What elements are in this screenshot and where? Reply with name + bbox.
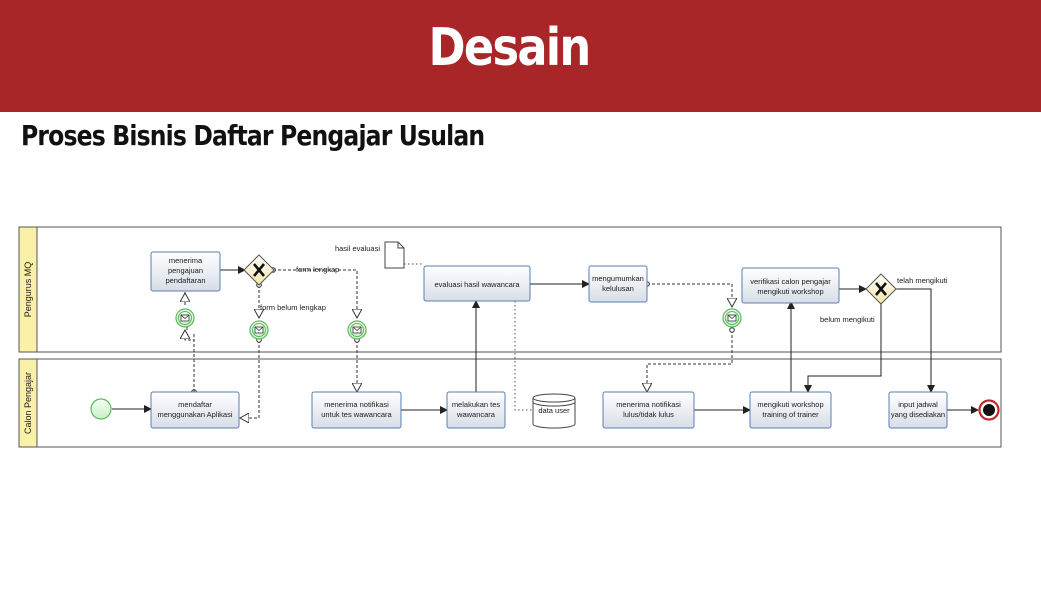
svg-text:pendaftaran: pendaftaran <box>165 276 205 285</box>
lane-header-calon <box>18 358 38 448</box>
svg-text:melakukan tes: melakukan tes <box>452 400 501 409</box>
svg-text:kelulusan: kelulusan <box>602 284 634 293</box>
svg-text:training of trainer: training of trainer <box>762 410 819 419</box>
svg-text:mengikuti workshop: mengikuti workshop <box>757 287 823 296</box>
svg-text:menerima: menerima <box>169 256 203 265</box>
lane-label-pengurus: Pengurus MQ <box>23 262 33 318</box>
start-event <box>90 398 112 420</box>
datastore-data-user: data user <box>532 393 576 429</box>
lane-label-calon: Calon Pengajar <box>23 372 33 434</box>
task-verifikasi-calon-pengajar: verifikasi calon pengajar mengikuti work… <box>741 267 840 304</box>
svg-text:menerima notifikasi: menerima notifikasi <box>616 400 681 409</box>
lane-header-pengurus <box>18 226 38 353</box>
svg-text:menerima notifikasi: menerima notifikasi <box>324 400 389 409</box>
label-form-lengkap: form lengkap <box>296 265 339 274</box>
end-event <box>978 399 1000 421</box>
svg-text:mengikuti workshop: mengikuti workshop <box>757 400 823 409</box>
svg-text:wawancara: wawancara <box>456 410 496 419</box>
task-menerima-notifikasi-tes: menerima notifikasi untuk tes wawancara <box>311 391 402 429</box>
svg-text:mengumumkan: mengumumkan <box>592 274 644 283</box>
svg-text:untuk tes wawancara: untuk tes wawancara <box>321 410 392 419</box>
svg-text:menggunakan Aplikasi: menggunakan Aplikasi <box>157 410 232 419</box>
message-event-3 <box>347 320 367 340</box>
associations <box>404 263 533 411</box>
slide-subtitle: Proses Bisnis Daftar Pengajar Usulan <box>21 119 485 152</box>
svg-text:lulus/tidak lulus: lulus/tidak lulus <box>623 410 674 419</box>
svg-text:mendaftar: mendaftar <box>178 400 212 409</box>
task-menerima-pengajuan: menerima pengajuan pendaftaran <box>150 251 221 292</box>
message-event-2 <box>249 320 269 340</box>
label-telah-mengikuti: telah mengikuti <box>897 276 948 285</box>
svg-text:input jadwal: input jadwal <box>898 400 938 409</box>
label-form-belum-lengkap: form belum lengkap <box>260 303 326 312</box>
svg-text:pengajuan: pengajuan <box>168 266 203 275</box>
task-input-jadwal: input jadwal yang disediakan <box>888 391 948 429</box>
message-event-1 <box>175 308 195 328</box>
svg-text:hasil evaluasi: hasil evaluasi <box>335 244 380 253</box>
svg-text:verifikasi calon pengajar: verifikasi calon pengajar <box>750 277 831 286</box>
sequence-flows <box>112 266 979 414</box>
task-evaluasi-hasil-wawancara: evaluasi hasil wawancara <box>423 265 531 302</box>
task-mengikuti-workshop: mengikuti workshop training of trainer <box>749 391 832 429</box>
task-mendaftar: mendaftar menggunakan Aplikasi <box>150 391 240 429</box>
message-event-4 <box>722 308 742 328</box>
task-mengumumkan-kelulusan: mengumumkan kelulusan <box>588 265 648 303</box>
document-hasil-evaluasi: hasil evaluasi <box>335 241 405 269</box>
title-banner <box>0 0 1041 112</box>
slide-title: Desain <box>428 18 591 78</box>
gateway-workshop-check <box>865 273 897 305</box>
label-belum-mengikuti: belum mengikuti <box>820 315 875 324</box>
task-menerima-notifikasi-lulus: menerima notifikasi lulus/tidak lulus <box>602 391 695 429</box>
svg-text:data user: data user <box>538 406 570 415</box>
svg-text:yang disediakan: yang disediakan <box>891 410 945 419</box>
task-melakukan-tes: melakukan tes wawancara <box>446 391 506 429</box>
svg-text:evaluasi hasil wawancara: evaluasi hasil wawancara <box>434 280 520 289</box>
gateway-form-check <box>243 254 275 286</box>
